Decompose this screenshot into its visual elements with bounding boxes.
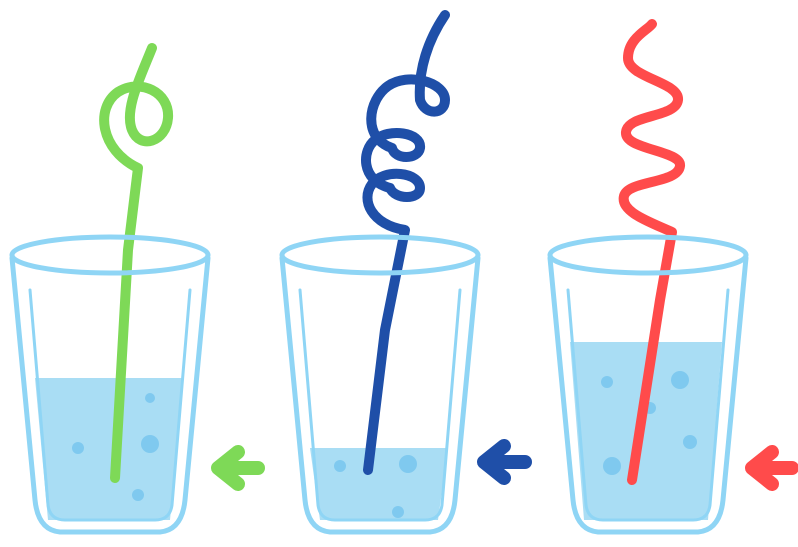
water-fill-1 — [35, 378, 183, 520]
left-arrow-icon — [484, 446, 525, 478]
glass-group-2 — [282, 15, 525, 532]
glass-group-1 — [12, 48, 258, 532]
glass-group-3 — [550, 24, 792, 532]
left-arrow-icon — [752, 452, 792, 484]
water-fill-2 — [310, 448, 448, 520]
glass-rim-1 — [12, 237, 208, 273]
straw-2 — [366, 15, 445, 470]
glass-rim-3 — [550, 237, 746, 273]
glass-rim-2 — [282, 237, 478, 273]
left-arrow-icon — [218, 452, 258, 484]
